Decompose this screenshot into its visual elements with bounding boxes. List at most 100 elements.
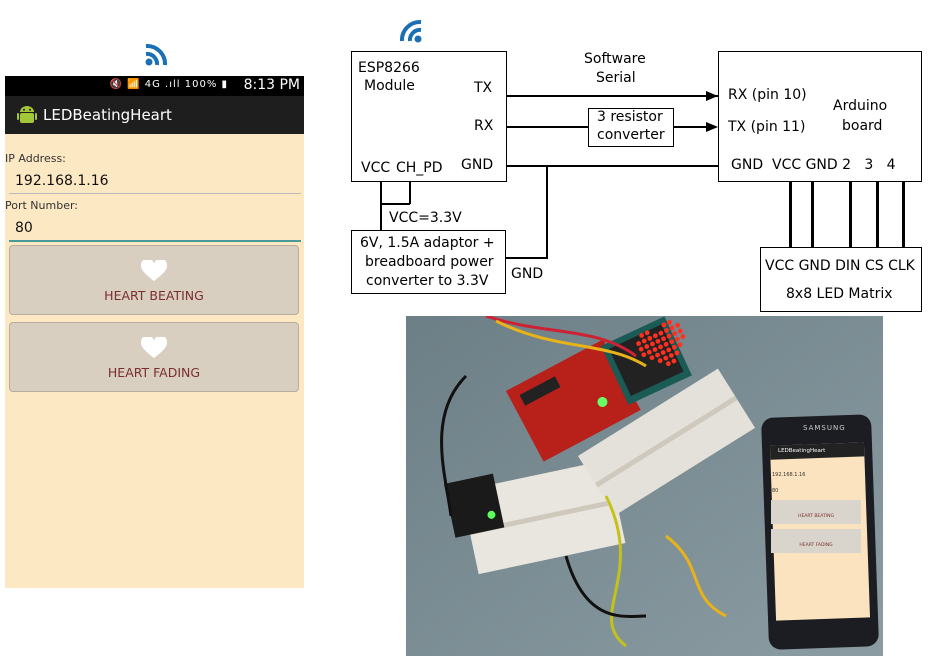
led-dot bbox=[671, 358, 677, 364]
led-dot bbox=[641, 352, 647, 358]
led-dot bbox=[647, 335, 653, 341]
matrix-wire-cs bbox=[876, 182, 879, 247]
led-dot bbox=[655, 352, 660, 358]
vcc-chpd-link bbox=[380, 203, 410, 205]
software-serial-1: Software bbox=[584, 51, 646, 67]
arduino-rx: RX (pin 10) bbox=[728, 87, 807, 103]
port-input[interactable]: 80 bbox=[15, 220, 33, 236]
esp-vcc: VCC bbox=[361, 160, 391, 176]
led-matrix-box bbox=[760, 247, 922, 312]
hardware-photo: SAMSUNG LEDBeatingHeart 192.168.1.16 80 … bbox=[406, 316, 883, 656]
arrow-icon bbox=[706, 91, 718, 101]
led-dot bbox=[638, 346, 644, 352]
esp8266-box bbox=[351, 51, 507, 182]
wifi-icon bbox=[145, 43, 168, 66]
led-dot bbox=[677, 328, 683, 334]
arrow-icon bbox=[706, 122, 718, 132]
led-dot bbox=[661, 322, 667, 328]
led-dot bbox=[641, 338, 647, 344]
heart-fading-button[interactable]: HEART FADING bbox=[9, 322, 299, 392]
led-dot bbox=[669, 339, 675, 345]
port-underline bbox=[9, 240, 301, 242]
led-dot bbox=[658, 344, 663, 350]
heart-beating-label: HEART BEATING bbox=[104, 288, 204, 303]
arduino-title-2: board bbox=[842, 118, 883, 134]
tx-wire bbox=[507, 95, 718, 97]
led-dot bbox=[668, 353, 674, 358]
esp-title-1: ESP8266 bbox=[358, 60, 420, 76]
led-dot bbox=[674, 350, 680, 356]
ip-underline bbox=[9, 193, 301, 194]
led-dot bbox=[680, 334, 686, 339]
software-serial-2: Serial bbox=[596, 70, 636, 86]
led-dot bbox=[671, 344, 677, 350]
led-dot bbox=[672, 331, 678, 336]
gnd-adaptor-wire bbox=[506, 257, 548, 259]
led-dot bbox=[655, 338, 661, 344]
led-dot bbox=[667, 319, 672, 325]
wifi-icon bbox=[399, 19, 422, 43]
arduino-tx: TX (pin 11) bbox=[728, 119, 806, 135]
led-dot bbox=[677, 342, 683, 348]
hardware-photo-drawing bbox=[406, 316, 883, 656]
status-bar: 🔇 📶 4G .ıll 100% ▮ 8:13 PM bbox=[5, 76, 304, 96]
resistor-1: 3 resistor bbox=[597, 109, 663, 125]
led-dot bbox=[636, 341, 642, 346]
photo-phone-app: LEDBeatingHeart bbox=[778, 448, 826, 454]
arduino-bottom-pins: GND VCC GND 2 3 4 bbox=[731, 157, 896, 173]
resistor-box bbox=[588, 108, 674, 147]
android-icon bbox=[17, 106, 37, 123]
vcc-wire bbox=[380, 182, 382, 230]
vcc-label: VCC=3.3V bbox=[389, 210, 462, 226]
led-dot bbox=[666, 333, 672, 339]
matrix-wire-gnd bbox=[811, 182, 814, 247]
led-dot bbox=[666, 347, 672, 353]
led-dot bbox=[649, 341, 655, 347]
led-dot bbox=[675, 322, 681, 328]
gnd-drop-wire bbox=[546, 165, 548, 258]
photo-phone-port: 80 bbox=[772, 488, 779, 494]
led-dot bbox=[674, 336, 680, 342]
matrix-pins: VCC GND DIN CS CLK bbox=[765, 258, 915, 274]
status-icons: 🔇 📶 4G .ıll 100% ▮ bbox=[109, 79, 228, 90]
led-dot bbox=[644, 330, 650, 336]
photo-phone-ip: 192.168.1.16 bbox=[772, 472, 806, 478]
arduino-box bbox=[718, 51, 922, 182]
rx-wire-left bbox=[507, 126, 588, 128]
action-bar: LEDBeatingHeart bbox=[5, 96, 304, 134]
led-dot bbox=[669, 325, 675, 331]
app-title: LEDBeatingHeart bbox=[43, 106, 172, 124]
phone-screen: 🔇 📶 4G .ıll 100% ▮ 8:13 PM LEDBeatingHea… bbox=[5, 76, 304, 588]
status-time: 8:13 PM bbox=[243, 77, 300, 93]
adaptor-1: 6V, 1.5A adaptor + bbox=[360, 235, 495, 251]
led-heart bbox=[636, 319, 686, 367]
led-dot bbox=[663, 355, 669, 361]
esp-chpd: CH_PD bbox=[396, 160, 443, 176]
ip-label: IP Address: bbox=[5, 152, 66, 165]
arduino-title-1: Arduino bbox=[833, 98, 888, 114]
led-dot bbox=[664, 328, 669, 333]
port-label: Port Number: bbox=[5, 199, 79, 212]
heart-fading-label: HEART FADING bbox=[107, 365, 201, 380]
led-dot bbox=[652, 333, 658, 339]
esp-gnd: GND bbox=[461, 157, 494, 173]
gnd-wire bbox=[507, 165, 718, 167]
rx-wire-right bbox=[674, 126, 710, 128]
ip-input[interactable]: 192.168.1.16 bbox=[15, 173, 109, 189]
heart-beating-button[interactable]: HEART BEATING bbox=[9, 245, 299, 315]
esp-tx: TX bbox=[474, 80, 493, 96]
led-dot bbox=[646, 349, 652, 355]
matrix-wire-vcc bbox=[789, 182, 792, 247]
led-dot bbox=[660, 350, 666, 355]
esp-title-2: Module bbox=[364, 78, 415, 94]
matrix-title: 8x8 LED Matrix bbox=[786, 286, 893, 302]
photo-phone-brand: SAMSUNG bbox=[803, 424, 846, 432]
adaptor-box bbox=[351, 230, 506, 294]
photo-phone-btn1: HEART BEATING bbox=[771, 500, 861, 524]
matrix-wire-din bbox=[849, 182, 852, 247]
esp-rx: RX bbox=[474, 118, 494, 134]
heart-icon bbox=[141, 260, 167, 281]
led-dot bbox=[644, 344, 650, 349]
led-dot bbox=[663, 341, 669, 347]
gnd-label: GND bbox=[511, 266, 544, 282]
